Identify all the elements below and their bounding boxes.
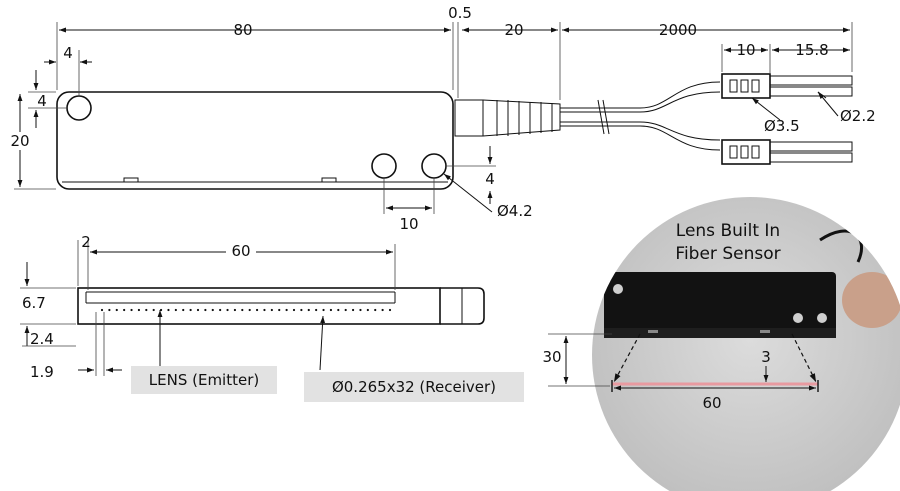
dim-pin-diameter: Ø2.2	[840, 107, 876, 125]
receiver-dot	[226, 308, 229, 312]
dim-body-height: 20	[10, 132, 29, 150]
sensor-body-front	[77, 287, 441, 325]
receiver-dot	[123, 308, 126, 312]
receiver-dot	[130, 308, 133, 312]
mounting-hole-left	[66, 95, 92, 121]
connector-upper	[721, 73, 853, 99]
receiver-dot	[278, 308, 281, 312]
photo-title-line2: Fiber Sensor	[675, 244, 780, 264]
receiver-dot	[100, 308, 104, 312]
cable-stub-front	[440, 287, 485, 325]
dim-hole-diameter: Ø4.2	[497, 202, 533, 220]
receiver-dot	[248, 308, 251, 312]
dim-lens-span: 60	[231, 242, 250, 260]
receiver-dot	[196, 308, 200, 312]
receiver-dot	[292, 308, 296, 312]
fiber-cables	[560, 81, 721, 151]
top-view: 80 0.5 20 2000 10 15.8 Ø3.5 Ø2.2 4	[6, 4, 876, 233]
receiver-dot	[152, 308, 155, 312]
dim-strain-relief: 20	[504, 21, 523, 39]
dim-gap: 0.5	[448, 4, 472, 22]
receiver-dot	[233, 308, 237, 312]
receiver-dot	[374, 308, 377, 312]
dim-width: 6.7	[22, 294, 46, 312]
receiver-dot	[137, 308, 141, 312]
connector-lower	[721, 139, 853, 165]
dim-pin-length: 15.8	[795, 41, 828, 59]
receiver-dot	[263, 308, 266, 312]
receiver-dot	[241, 308, 244, 312]
receiver-dot	[174, 308, 177, 312]
receiver-dot	[388, 308, 392, 312]
photo-beam-width: 60	[702, 394, 721, 412]
dim-hole-inset-x: 4	[63, 44, 73, 62]
receiver-dot	[211, 308, 214, 312]
receiver-dot	[322, 308, 325, 312]
mounting-hole-right-2	[421, 153, 447, 179]
dim-lens-margin: 1.9	[30, 363, 54, 381]
sensor-photo-body	[604, 272, 836, 332]
receiver-dot	[270, 308, 273, 312]
dim-connector-diameter: Ø3.5	[764, 117, 800, 135]
receiver-dot	[219, 308, 222, 312]
photo-distance: 30	[542, 348, 561, 366]
receiver-dot	[366, 308, 369, 312]
dim-top-length: 80	[233, 21, 252, 39]
receiver-label-box	[304, 372, 524, 402]
dim-hole-inset-y: 4	[37, 92, 47, 110]
receiver-dot	[381, 308, 384, 312]
receiver-dot	[315, 308, 318, 312]
strain-relief	[454, 99, 561, 137]
receiver-dot	[108, 308, 111, 312]
receiver-dot	[337, 308, 340, 312]
receiver-dot	[204, 308, 207, 312]
receiver-dot	[351, 308, 355, 312]
photo-beam-height: 3	[761, 348, 771, 366]
receiver-dot	[359, 308, 362, 312]
receiver-dot-row	[100, 308, 392, 312]
photo-title-line1: Lens Built In	[676, 221, 780, 241]
dim-hole-spacing: 10	[399, 215, 418, 233]
receiver-dot	[115, 308, 118, 312]
lens-label: LENS (Emitter)	[149, 371, 259, 389]
receiver-label: Ø0.265x32 (Receiver)	[332, 378, 496, 396]
front-view: 2 60 6.7 2.4 1.9 LENS (Emitter) Ø0.265x3…	[20, 233, 524, 402]
receiver-dot	[167, 308, 170, 312]
receiver-dot	[307, 308, 310, 312]
dim-hole-bottom: 4	[485, 170, 495, 188]
receiver-dot	[145, 308, 148, 312]
photo-inset: Lens Built In Fiber Sensor 30 3 60	[542, 197, 900, 491]
lens-label-box	[131, 366, 277, 394]
sensor-body-top	[56, 91, 454, 190]
receiver-dot	[189, 308, 192, 312]
dim-lens-height: 2.4	[30, 330, 54, 348]
receiver-dot	[285, 308, 288, 312]
receiver-dot	[300, 308, 303, 312]
receiver-dot	[255, 308, 259, 312]
dim-cable-length: 2000	[659, 21, 697, 39]
mounting-hole-right-1	[371, 153, 397, 179]
dim-connector-length: 10	[736, 41, 755, 59]
receiver-dot	[344, 308, 347, 312]
dim-lens-offset: 2	[81, 233, 91, 251]
receiver-dot	[182, 308, 185, 312]
receiver-dot	[329, 308, 333, 312]
